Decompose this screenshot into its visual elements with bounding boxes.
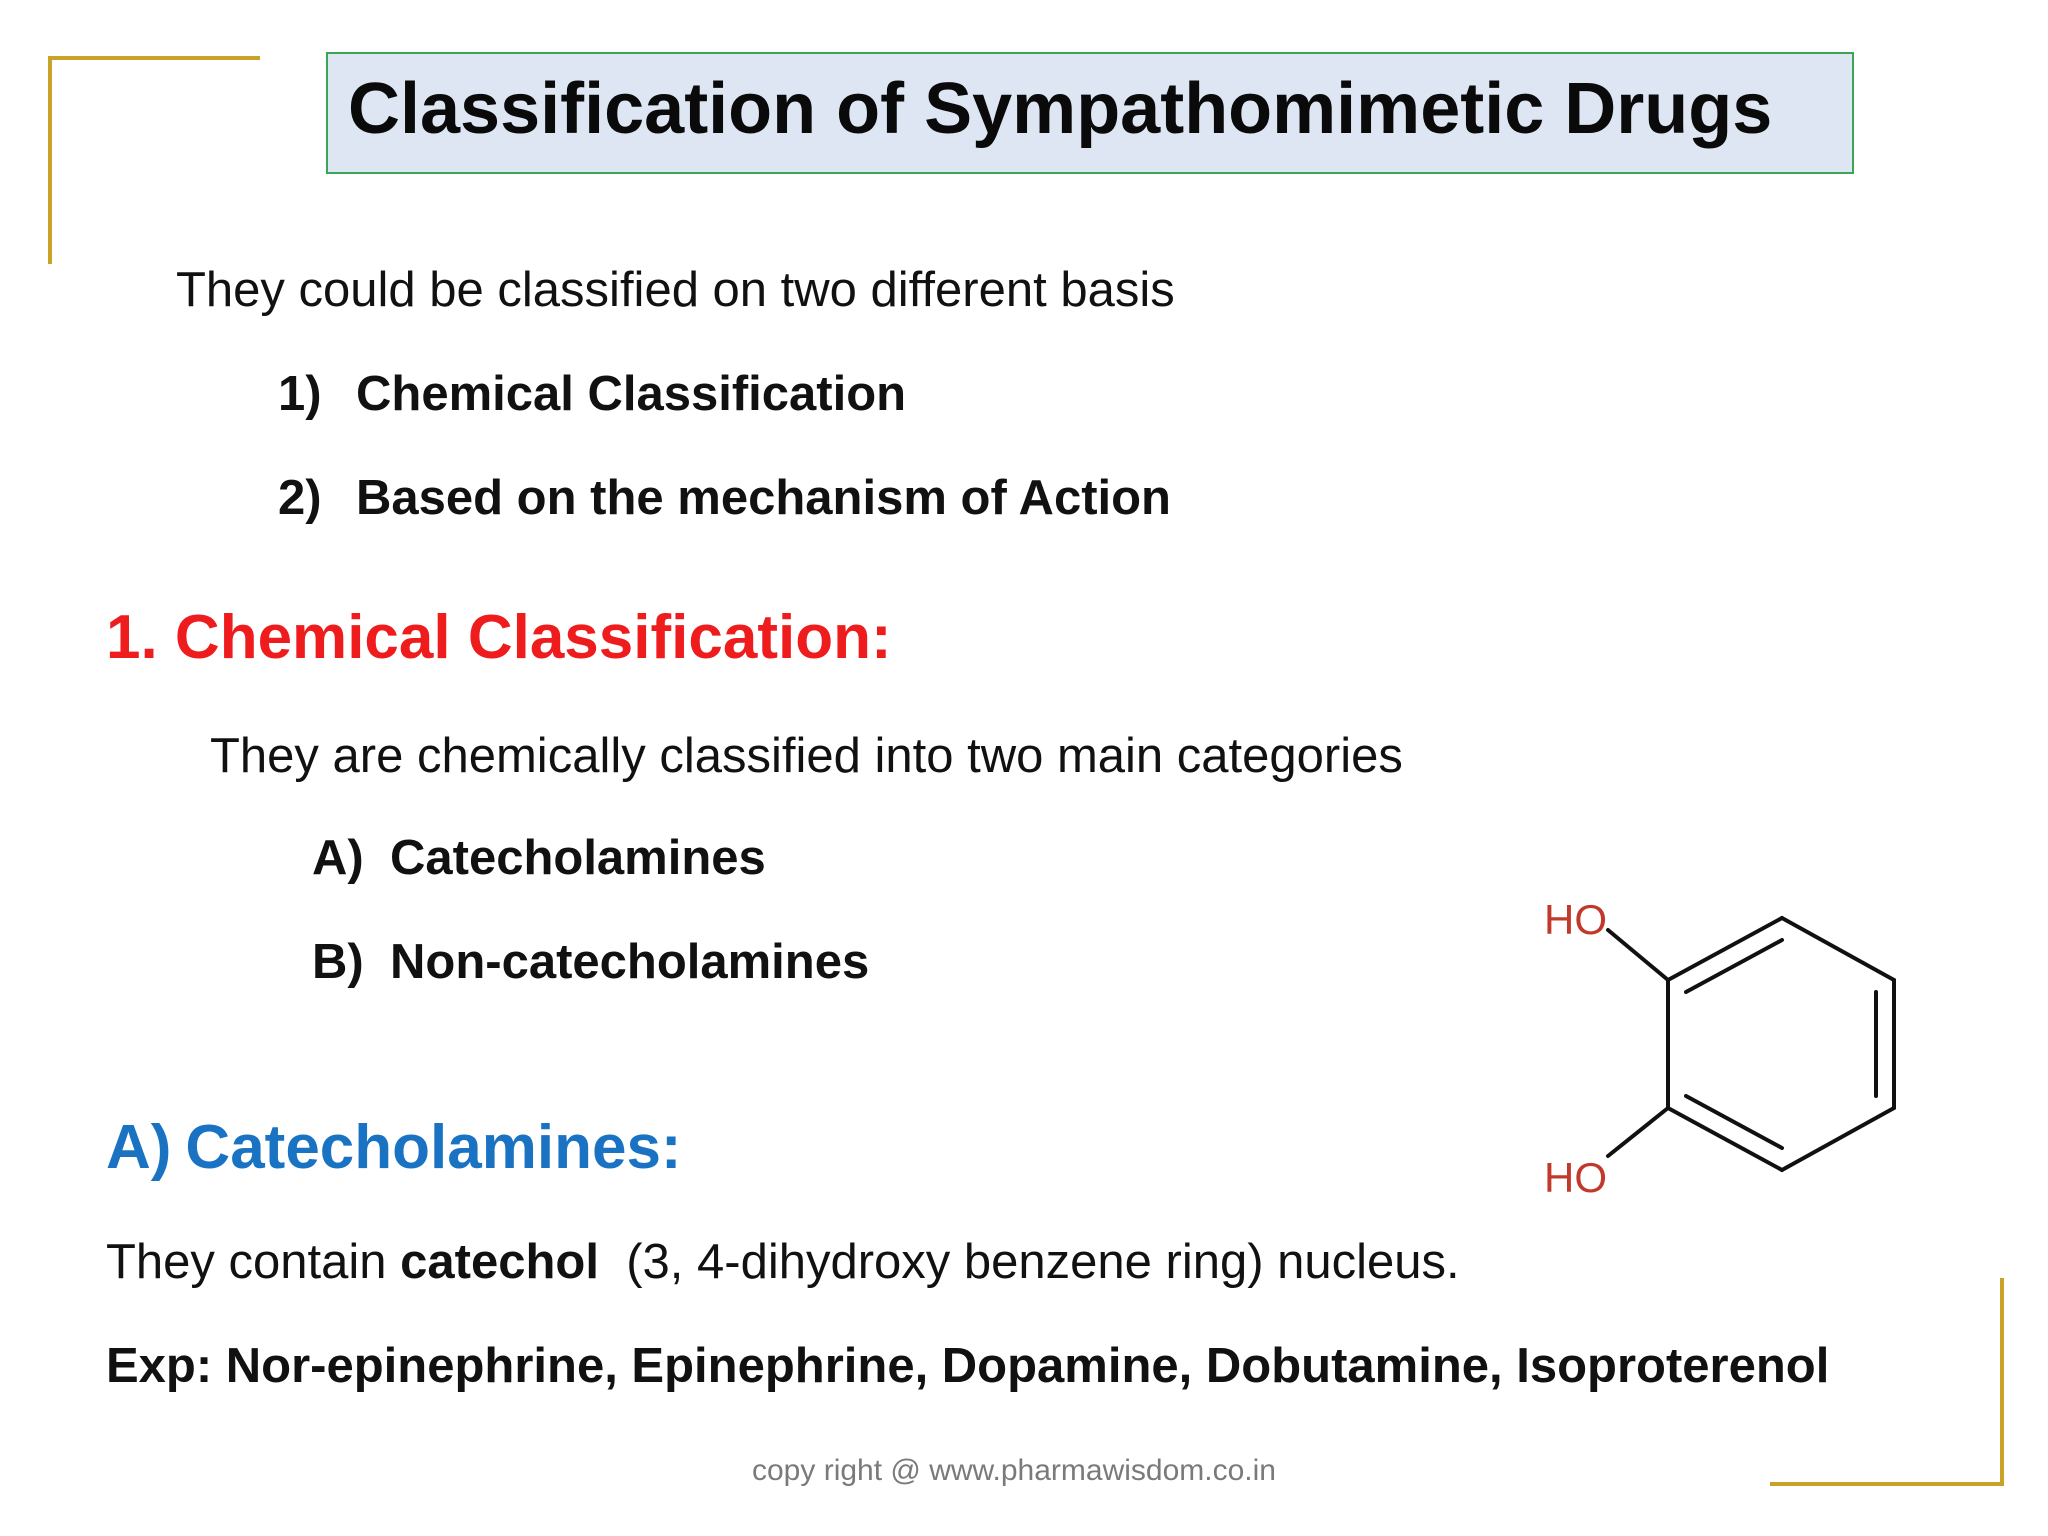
basis-item-2-number: 2) [278,471,322,525]
category-item-a: A) Catecholamines [312,830,766,886]
copyright-footer: copy right @ www.pharmawisdom.co.in [752,1454,1276,1487]
ring-bond-1 [1666,916,1784,982]
corner-bracket-top-horizontal [48,56,260,60]
category-item-a-letter: A) [312,831,364,885]
corner-bracket-bottom-vertical [2000,1278,2004,1486]
corner-bracket-bottom-horizontal [1770,1482,2004,1486]
section1-intro: They are chemically classified into two … [210,729,1403,783]
ring-bond-2 [1780,916,1896,982]
catechol-description: They contain catechol (3, 4-dihydroxy be… [106,1234,1460,1290]
ring-bond-4 [1780,1106,1896,1172]
hydroxyl-bond-bottom [1606,1106,1670,1158]
category-item-b-letter: B) [312,935,364,989]
basis-item-1-number: 1) [278,367,322,421]
hydroxyl-label-top: HO [1544,896,1607,943]
section1-heading: 1. Chemical Classification: [106,603,892,672]
ring-bond-5 [1666,1106,1784,1172]
sectionA-heading-prefix: A) [106,1113,172,1182]
slide-title: Classification of Sympathomimetic Drugs [348,69,1773,149]
basis-item-1: 1) Chemical Classification [278,366,906,422]
ring-double-bond-3 [1684,1094,1784,1150]
category-item-a-label: Catecholamines [390,831,766,885]
sectionA-heading: A)Catecholamines: [106,1112,682,1183]
examples-line: Exp: Nor-epinephrine, Epinephrine, Dopam… [106,1339,1830,1393]
category-item-b: B) Non-catecholamines [312,934,869,990]
hydroxyl-label-bottom: HO [1544,1154,1607,1201]
catechol-structure-diagram: HO HO [1544,896,1896,1201]
basis-item-1-label: Chemical Classification [356,367,907,421]
catechol-term: catechol [400,1235,599,1289]
hydroxyl-bond-top [1606,928,1670,982]
basis-item-2-label: Based on the mechanism of Action [356,471,1171,525]
catechol-description-post: (3, 4-dihydroxy benzene ring) nucleus. [598,1235,1460,1289]
sectionA-heading-text: Catecholamines: [185,1113,682,1182]
title-box: Classification of Sympathomimetic Drugs [326,52,1854,174]
intro-text: They could be classified on two differen… [176,263,1175,317]
catechol-description-pre: They contain [106,1235,401,1289]
corner-bracket-top-vertical [48,56,52,264]
category-item-b-label: Non-catecholamines [390,935,870,989]
ring-double-bond-1 [1684,938,1784,994]
basis-item-2: 2) Based on the mechanism of Action [278,470,1171,526]
